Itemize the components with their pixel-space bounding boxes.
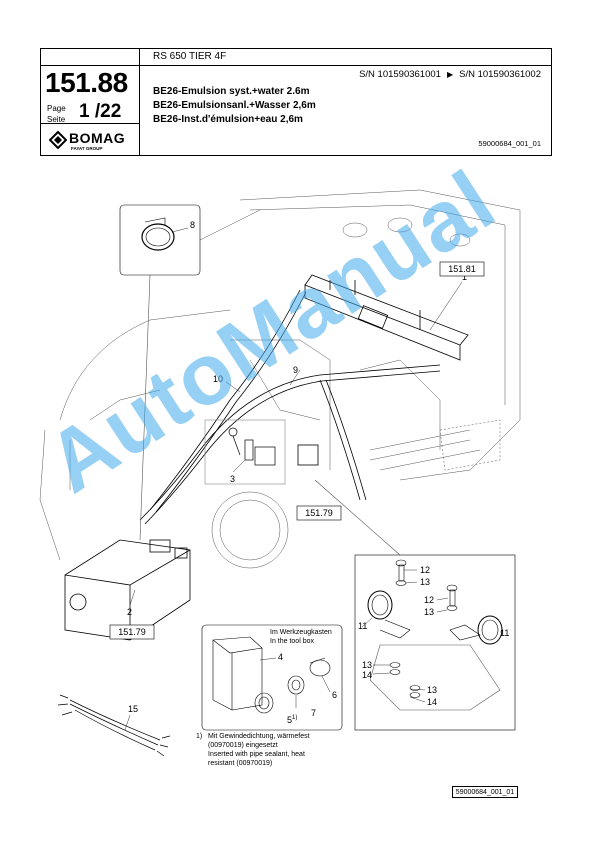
ref-box-3	[109, 624, 155, 640]
page-label-de: Seite	[47, 115, 66, 124]
machine-frame-outline	[39, 189, 521, 569]
callout-8: 8	[190, 220, 195, 230]
callout-11a: 11	[358, 621, 367, 631]
callout-12b: 12	[424, 595, 434, 605]
header-left-divider	[41, 65, 139, 66]
ref-box-2	[296, 505, 342, 521]
footnote-en-2: resistant (00970019)	[208, 760, 273, 767]
callout-6: 6	[332, 690, 337, 700]
serial-range: S/N 101590361001 ▶ S/N 101590361002	[359, 69, 541, 80]
title-de: BE26-Emulsionsanl.+Wasser 2,6m	[153, 100, 316, 111]
detail-box-clamp	[119, 204, 201, 276]
header-left-panel: 151.88 Page Seite 1 /22 BOMAG FAYAT GROU…	[41, 49, 140, 155]
callout-10: 10	[213, 374, 223, 384]
callout-3: 3	[230, 474, 235, 484]
callout-1: 1	[462, 272, 467, 282]
footnote-en-1: Inserted with pipe sealant, heat	[208, 751, 305, 758]
footnote-mark: 1)	[196, 733, 203, 740]
ref-box-1	[439, 261, 485, 277]
callout-13d: 13	[427, 685, 437, 695]
spray-bar	[304, 274, 469, 361]
detail-box-3	[204, 419, 286, 485]
toolbox-label-de: Im Werkzeugkasten	[270, 629, 332, 636]
footnote-row: 1) Mit Gewindedichtung, wärmefest (00970…	[196, 732, 310, 768]
callout-2: 2	[127, 607, 132, 617]
footnote-de-2: (00970019) eingesetzt	[208, 742, 278, 749]
logo-text: BOMAG	[69, 130, 126, 146]
page-label: Page Seite	[47, 103, 66, 125]
callout-14a: 14	[362, 670, 372, 680]
bomag-logo-icon	[49, 131, 67, 149]
ref-151-79-a: 151.79	[305, 508, 333, 518]
logo-subtext: FAYAT GROUP	[71, 146, 103, 151]
logo: BOMAG FAYAT GROUP	[41, 123, 139, 156]
callout-9: 9	[293, 365, 298, 375]
page-fraction: 1 /22	[79, 101, 122, 122]
callout-13a: 13	[420, 577, 430, 587]
valve-box	[297, 444, 319, 466]
callout-13b: 13	[424, 607, 434, 617]
serial-from: S/N 101590361001	[359, 69, 441, 80]
title-en: BE26-Emulsion syst.+water 2.6m	[153, 86, 310, 97]
callout-4: 4	[278, 652, 283, 662]
header-divider	[139, 65, 551, 66]
ref-151-79-b: 151.79	[118, 627, 146, 637]
model-name: RS 650 TIER 4F	[153, 51, 227, 62]
page-title: BE26-Emulsion syst.+water 2.6m BE26-Emul…	[153, 85, 316, 127]
callout-13c: 13	[362, 660, 372, 670]
serial-to: S/N 101590361002	[459, 69, 541, 80]
figure-code: 59000684_001_01	[478, 139, 541, 148]
page-label-en: Page	[47, 104, 66, 113]
toolbox-label-en: In the tool box	[270, 638, 314, 645]
ref-151-81: 151.81	[448, 264, 476, 274]
arrow-right-icon: ▶	[446, 70, 454, 79]
footnote-de-1: Mit Gewindedichtung, wärmefest	[208, 733, 310, 740]
leader-lines	[124, 227, 503, 731]
callout-5: 51)	[287, 715, 297, 725]
hoses	[139, 289, 441, 525]
footer-figure-code: 59000684_001_01	[452, 786, 518, 798]
footnote: 1) Mit Gewindedichtung, wärmefest (00970…	[196, 732, 310, 768]
exploded-parts-drawing: 8 1 9 10 3 2 4 51) 7 6 15 12 13 12 13 11…	[39, 189, 521, 757]
callout-12a: 12	[420, 565, 430, 575]
title-fr: BE26-Inst.d'émulsion+eau 2,6m	[153, 114, 303, 125]
header-block: 151.88 Page Seite 1 /22 BOMAG FAYAT GROU…	[40, 48, 552, 156]
detail-box-mounts	[354, 554, 516, 731]
page-number: 151.88	[45, 67, 128, 98]
callout-7: 7	[311, 708, 316, 718]
footnote-text: Mit Gewindedichtung, wärmefest (00970019…	[208, 732, 310, 768]
bracket-part-3	[228, 427, 276, 466]
callout-15: 15	[128, 704, 138, 714]
callout-11b: 11	[500, 628, 509, 638]
callout-14b: 14	[427, 697, 437, 707]
cable-harness	[57, 694, 171, 757]
detail-box-toolbox	[201, 624, 343, 731]
